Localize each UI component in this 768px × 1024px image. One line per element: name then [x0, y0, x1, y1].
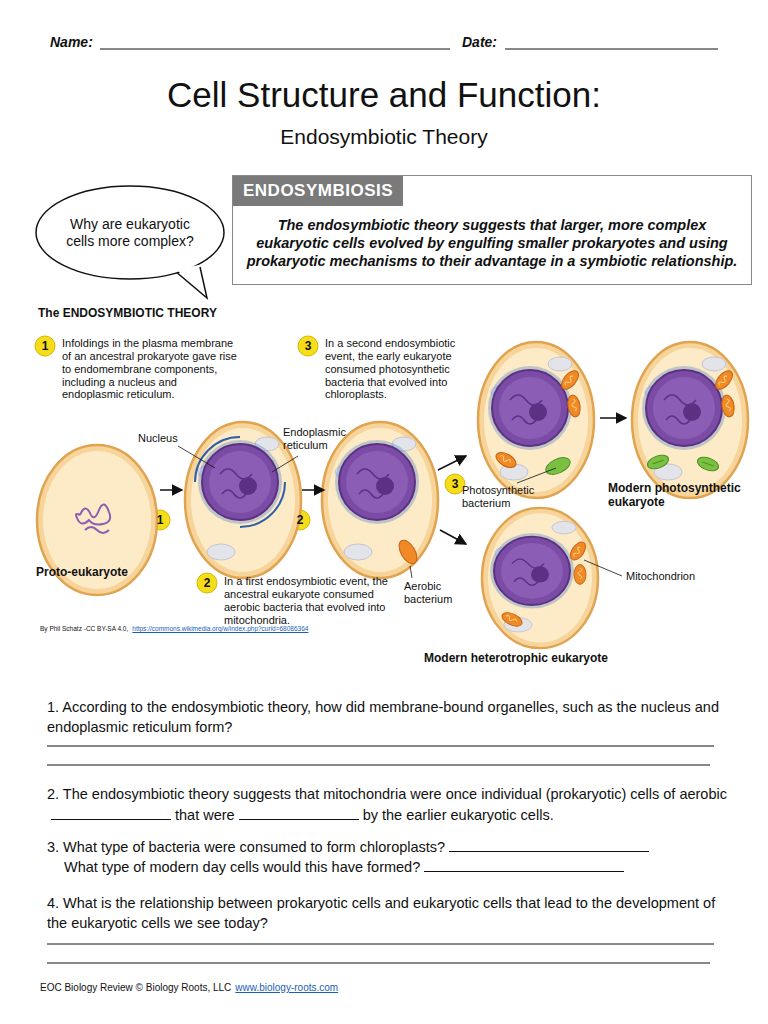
- bubble-text: Why are eukaryotic cells more complex?: [35, 185, 225, 249]
- page-title: Cell Structure and Function:: [0, 74, 768, 116]
- question-bubble: Why are eukaryotic cells more complex?: [35, 185, 225, 280]
- text-run: that were: [175, 807, 235, 823]
- step-note: In a first endosymbiotic event, the ance…: [224, 575, 396, 626]
- date-line: [505, 49, 718, 50]
- cell-label: Proto-eukaryote: [36, 566, 128, 580]
- text-run: EOC Biology Review © Biology Roots, LLC: [40, 982, 231, 993]
- link-text: www.biology-roots.com: [235, 982, 338, 993]
- text-run: 2. The endosymbiotic theory suggests tha…: [47, 786, 727, 802]
- photosynthetic-eukaryote-cell: [632, 342, 748, 498]
- callout-number: 3: [299, 338, 317, 354]
- answer-blank: [51, 804, 171, 820]
- text-line: EOC Biology Review © Biology Roots, LLC w…: [40, 982, 540, 994]
- answer-blank: [424, 856, 624, 872]
- step-note: In a second endosymbiotic event, the ear…: [325, 337, 475, 401]
- cell-label: Modern photosynthetic eukaryote: [608, 482, 758, 510]
- heterotrophic-eukaryote-cell: [482, 508, 598, 648]
- text-line: What type of modern day cells would this…: [64, 856, 744, 877]
- section-heading: The ENDOSYMBIOTIC THEORY: [38, 306, 217, 320]
- field-label: Name:: [50, 34, 93, 51]
- name-line: [100, 49, 450, 50]
- text-run: What type of modern day cells would this…: [64, 859, 420, 875]
- ancestral-eukaryote-cell: [322, 422, 438, 578]
- field-label: Date:: [462, 34, 497, 51]
- box-body-text: The endosymbiotic theory suggests that l…: [233, 216, 751, 270]
- box-heading-tab: ENDOSYMBIOSIS: [233, 176, 403, 206]
- callout-number: 2: [198, 575, 216, 591]
- part-label: Nucleus: [138, 432, 178, 445]
- page-subtitle: Endosymbiotic Theory: [0, 124, 768, 149]
- part-label: Photosynthetic bacterium: [462, 484, 522, 509]
- step-note: Infoldings in the plasma membrane of an …: [62, 337, 237, 401]
- text-line: 3. What type of bacteria were consumed t…: [47, 836, 727, 857]
- text-run: 3. What type of bacteria were consumed t…: [47, 839, 445, 855]
- proto-eukaryote-cell: [37, 445, 157, 595]
- cell-label: Modern heterotrophic eukaryote: [424, 652, 608, 666]
- text-run: by the earlier eukaryotic cells.: [363, 807, 554, 823]
- text-line: By Phil Schatz -CC BY-SA 4.0, https://com…: [40, 625, 380, 633]
- answer-blank: [239, 804, 359, 820]
- link-text: https://commons.wikimedia.org/w/index.ph…: [132, 625, 308, 632]
- process-arrows: [160, 418, 626, 544]
- leader-lines: [178, 446, 622, 578]
- question-text: 4. What is the relationship between prok…: [47, 893, 727, 934]
- callout-number: 1: [36, 338, 54, 354]
- part-label: Aerobic bacterium: [404, 580, 484, 605]
- early-eukaryote-cell-top: [478, 342, 594, 498]
- callout-number: 2: [291, 512, 309, 528]
- callout-number: 3: [446, 476, 464, 492]
- text-line: 2. The endosymbiotic theory suggests tha…: [47, 784, 727, 825]
- question-text: 1. According to the endosymbiotic theory…: [47, 697, 727, 738]
- part-label: Mitochondrion: [626, 570, 695, 583]
- answer-blank: [449, 836, 649, 852]
- definition-box: ENDOSYMBIOSIS The endosymbiotic theory su…: [232, 175, 752, 285]
- text-run: By Phil Schatz -CC BY-SA 4.0,: [40, 625, 128, 632]
- callout-number: 1: [151, 512, 169, 528]
- part-label: Endoplasmic reticulum: [283, 426, 373, 451]
